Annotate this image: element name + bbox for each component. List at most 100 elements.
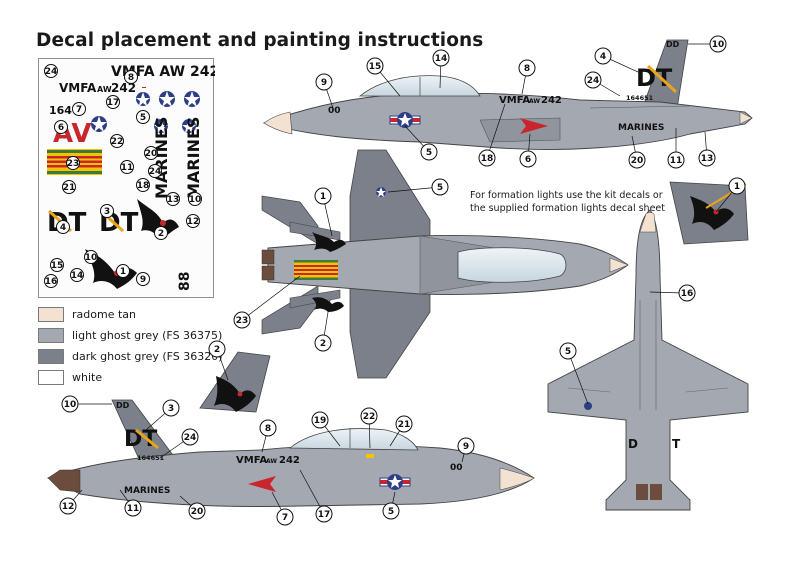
svg-text:13: 13 — [701, 154, 714, 164]
svg-text:11: 11 — [127, 504, 140, 514]
svg-text:8: 8 — [128, 73, 134, 83]
page-title: Decal placement and painting instruction… — [36, 30, 484, 51]
svg-text:15: 15 — [51, 261, 64, 271]
callout-9: 9 — [457, 437, 475, 455]
svg-text:3: 3 — [104, 207, 110, 217]
side-bottom-marines: MARINES — [124, 486, 170, 496]
svg-text:9: 9 — [463, 442, 469, 452]
side-bottom-canopy — [288, 428, 419, 451]
callout-10: 10 — [61, 395, 79, 413]
svg-text:22: 22 — [111, 137, 124, 147]
callout-5: 5 — [382, 502, 400, 520]
svg-text:10: 10 — [85, 253, 98, 263]
legend-label: white — [72, 371, 103, 384]
svg-text:5: 5 — [140, 113, 146, 123]
svg-text:1: 1 — [120, 267, 126, 277]
side-bottom-modex: 242 — [279, 455, 300, 466]
callout-16: 16 — [678, 284, 696, 302]
decal-sheet: VMFA AW 242 VMFA AW 242 164 AV MARINES M… — [38, 58, 219, 298]
legend-swatch — [38, 307, 64, 322]
callout-24: 24 — [181, 428, 199, 446]
svg-text:14: 14 — [71, 271, 84, 281]
sheet-unit-text: VMFA — [59, 81, 97, 95]
svg-text:11: 11 — [670, 156, 683, 166]
fin-view-right — [669, 181, 749, 245]
plan-vietnam-ribbon — [294, 260, 338, 280]
callout-17: 17 — [315, 505, 333, 523]
callout-8: 8 — [259, 419, 277, 437]
side-bottom-tail-code: DT — [124, 427, 157, 452]
callout-2: 2 — [208, 340, 226, 358]
svg-text:20: 20 — [191, 507, 204, 517]
side-bottom-roundel — [379, 474, 411, 490]
side-bottom-unit-text: VMFA — [236, 455, 267, 466]
svg-text:16: 16 — [45, 277, 58, 287]
svg-text:1: 1 — [734, 182, 740, 192]
svg-text:8: 8 — [524, 64, 530, 74]
svg-text:11: 11 — [121, 163, 134, 173]
side-view-top: VMFA AW 242 MARINES 00 164651 DT DD — [262, 39, 753, 150]
formation-lights-note: For formation lights use the kit decals … — [470, 190, 665, 214]
plan-view — [261, 149, 629, 379]
legend-label: radome tan — [72, 308, 136, 321]
side-bottom-nose-number: 00 — [450, 463, 463, 473]
svg-text:T: T — [672, 437, 681, 451]
callouts-fins: 2 1 — [208, 177, 746, 358]
svg-text:7: 7 — [282, 513, 288, 523]
callout-9: 9 — [315, 73, 333, 91]
svg-text:24: 24 — [184, 433, 197, 443]
svg-text:20: 20 — [145, 149, 158, 159]
sheet-roundels — [91, 87, 200, 133]
svg-text:21: 21 — [398, 420, 411, 430]
callout-4: 4 — [594, 47, 612, 65]
svg-text:6: 6 — [525, 155, 531, 165]
side-bottom-unit-suffix: AW — [266, 458, 277, 465]
callout-15: 15 — [366, 57, 384, 75]
side-top-nose-number: 00 — [328, 106, 341, 116]
callout-23: 23 — [233, 311, 251, 329]
svg-text:16: 16 — [681, 289, 694, 299]
side-top-tail-code: DT — [636, 64, 673, 92]
callout-20: 20 — [628, 151, 646, 169]
sheet-marines-1: MARINES — [152, 117, 171, 199]
svg-text:17: 17 — [107, 98, 120, 108]
plan-canopy — [457, 247, 567, 283]
svg-text:5: 5 — [426, 148, 432, 158]
svg-text:5: 5 — [388, 507, 394, 517]
svg-text:12: 12 — [187, 217, 200, 227]
callout-5: 5 — [559, 342, 577, 360]
svg-text:6: 6 — [58, 123, 64, 133]
sheet-88-vertical: 88 — [177, 272, 193, 291]
svg-text:2: 2 — [214, 345, 220, 355]
side-bottom-fuselage — [46, 444, 535, 507]
callout-12: 12 — [59, 497, 77, 515]
svg-text:8: 8 — [265, 424, 271, 434]
decal-sheet-art: VMFA AW 242 VMFA AW 242 164 AV MARINES M… — [44, 64, 219, 291]
sheet-modex-small: 242 — [111, 81, 136, 95]
callouts-top-side: 15 14 8 4 10 9 24 5 18 6 20 11 13 — [315, 35, 727, 169]
callout-1: 1 — [314, 187, 332, 205]
svg-text:24: 24 — [149, 167, 162, 177]
legend-swatch — [38, 370, 64, 385]
svg-text:18: 18 — [137, 181, 150, 191]
side-top-roundel — [389, 112, 421, 128]
svg-text:22: 22 — [363, 412, 376, 422]
legend-label: dark ghost grey (FS 36320) — [72, 350, 223, 363]
callout-7: 7 — [276, 508, 294, 526]
callout-20: 20 — [188, 502, 206, 520]
callout-18: 18 — [478, 149, 496, 167]
svg-text:10: 10 — [712, 40, 725, 50]
side-top-unit-suffix: AW — [529, 98, 540, 105]
svg-text:24: 24 — [45, 67, 58, 77]
svg-text:20: 20 — [631, 156, 644, 166]
svg-text:3: 3 — [168, 404, 174, 414]
legend-swatch — [38, 328, 64, 343]
callout-19: 19 — [311, 411, 329, 429]
svg-text:2: 2 — [320, 339, 326, 349]
svg-text:4: 4 — [600, 52, 606, 62]
fin-view-left — [199, 351, 271, 413]
legend-swatch — [38, 349, 64, 364]
svg-text:12: 12 — [62, 502, 75, 512]
svg-text:19: 19 — [314, 416, 327, 426]
